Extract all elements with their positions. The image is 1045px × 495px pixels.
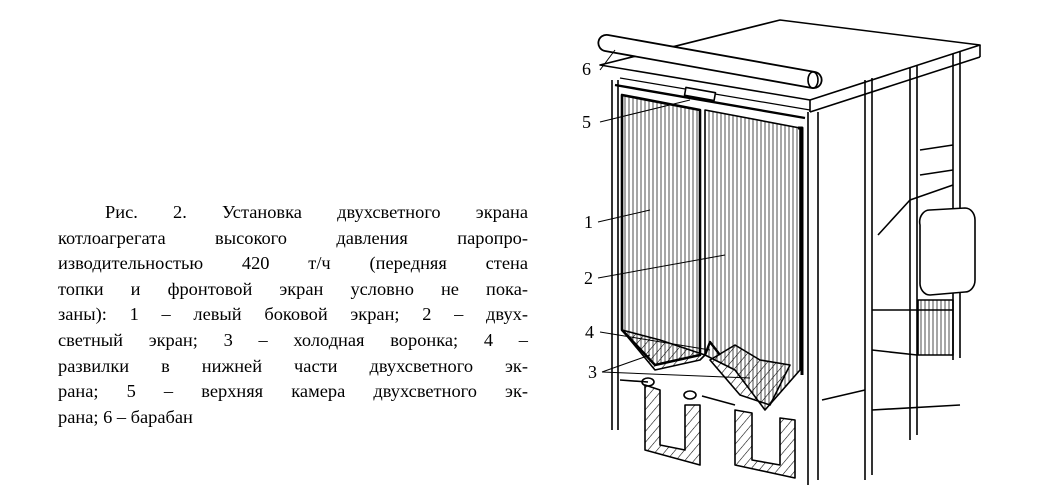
label-5: 5 [582, 112, 591, 132]
label-1: 1 [584, 212, 593, 232]
figure-caption: Рис. 2. Установка двухсветного экрана ко… [58, 200, 528, 430]
convective-tubes [917, 299, 954, 356]
leader-5 [599, 99, 691, 123]
bar-2 [919, 169, 954, 176]
label-6: 6 [582, 59, 591, 79]
label-4: 4 [585, 322, 594, 342]
left-side-screen [620, 93, 702, 367]
label-3: 3 [588, 362, 597, 382]
caption-line-2: котлоагрегата высокого давления паропро- [58, 227, 528, 248]
upper-header [614, 83, 806, 120]
leader-6 [599, 49, 616, 71]
side-drum [918, 207, 976, 296]
duct-top [877, 184, 954, 236]
caption-line-3: изводительностью 420 т/ч (передняя стена [58, 253, 528, 274]
boiler-screen-drawing: 6 5 1 2 4 3 [560, 10, 1030, 490]
leader-1 [597, 209, 651, 223]
hopper-right [734, 409, 796, 479]
leader-3a [601, 354, 651, 373]
bar-1 [919, 144, 954, 151]
upper-chamber [683, 86, 717, 102]
hopper-left [644, 384, 701, 466]
pipe-end-mid [683, 390, 697, 400]
beam-4 [871, 404, 961, 411]
leader-3b [601, 371, 751, 379]
pipe-left [619, 379, 649, 383]
cold-funnel-right [709, 344, 791, 406]
caption-line-9: рана; 6 – барабан [58, 406, 193, 427]
drum-end [807, 71, 819, 89]
beam-3 [821, 389, 866, 401]
caption-line-4: топки и фронтовой экран условно не пока- [58, 278, 528, 299]
boiler-svg: 6 5 1 2 4 3 [582, 19, 981, 485]
fork [703, 340, 721, 356]
caption-line-7: развилки в нижней части двухсветного эк- [58, 355, 528, 376]
caption-line-5: заны): 1 – левый боковой экран; 2 – двух… [58, 304, 528, 325]
screen-edge [798, 126, 804, 375]
caption-line-8: рана; 5 – верхняя камера двухсветного эк… [58, 381, 528, 402]
cold-funnel-left [621, 329, 706, 371]
leader-2 [597, 254, 726, 279]
leader-4 [599, 331, 711, 351]
caption-line-6: светный экран; 3 – холодная воронка; 4 – [58, 329, 528, 350]
drawing-lines [597, 19, 981, 485]
label-2: 2 [584, 268, 593, 288]
caption-line-1: Рис. 2. Установка двухсветного экрана [105, 202, 528, 222]
beam-2 [871, 349, 918, 356]
pipe-right [701, 395, 736, 406]
roof-edge-low [809, 56, 981, 113]
